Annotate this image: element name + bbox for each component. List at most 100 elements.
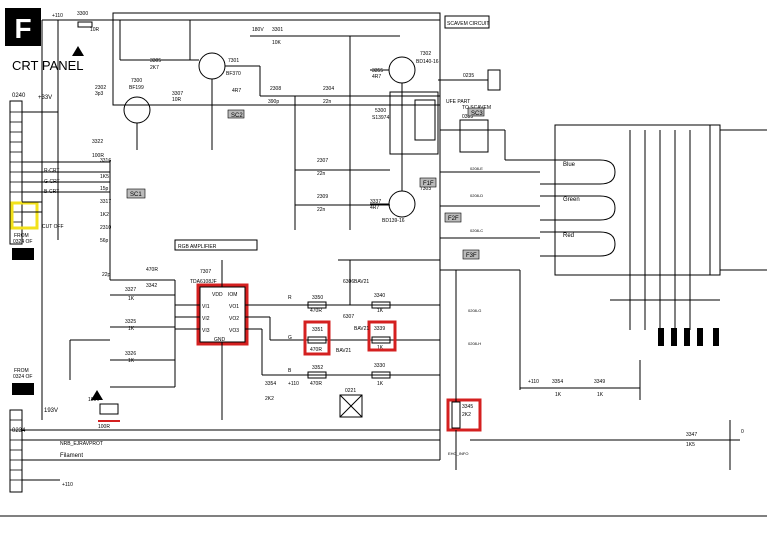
svg-text:0208-G: 0208-G bbox=[468, 308, 481, 313]
r3325-val: 1K bbox=[128, 326, 135, 332]
d6307-val: BAV21 bbox=[354, 326, 369, 332]
r3317-ref: 3317 bbox=[100, 199, 111, 205]
r3330-val: 1K bbox=[377, 381, 384, 387]
r3350-val: 470R bbox=[310, 308, 322, 314]
c2310-val: 56p bbox=[100, 238, 109, 244]
connector-0235 bbox=[487, 69, 501, 91]
svg-text:SC3: SC3 bbox=[471, 111, 483, 117]
transistor-7303 bbox=[388, 190, 416, 218]
sheet-letter-badge bbox=[5, 8, 41, 46]
r3342-ref: 3342 bbox=[146, 283, 157, 289]
connector-0240-label: 0240 bbox=[12, 93, 26, 99]
r3354-small-ref: 3354 bbox=[265, 381, 276, 387]
highlight-box-r3351 bbox=[303, 320, 331, 356]
t7302-type: BD140-16 bbox=[416, 59, 439, 65]
r3330-ref: 3330 bbox=[374, 363, 385, 369]
sc3-tag bbox=[467, 107, 485, 117]
svg-text:SC1: SC1 bbox=[130, 192, 142, 198]
v110-top: +110 bbox=[52, 13, 63, 19]
highlight-box-r3345 bbox=[446, 398, 482, 432]
r3351-val: 470R bbox=[310, 347, 322, 353]
cathode-red bbox=[540, 231, 616, 257]
t7303-type: BD139-16 bbox=[382, 218, 405, 224]
potentiometer-lower bbox=[99, 403, 119, 415]
sc2-tag bbox=[227, 109, 245, 119]
bcrt-label: B-CRT bbox=[44, 189, 59, 195]
scavem-circuit-label: SCAVEM CIRCUIT bbox=[447, 21, 489, 27]
transistor-7302 bbox=[388, 56, 416, 84]
l5300-val: S13974 bbox=[372, 115, 389, 121]
r3352-ref: 3352 bbox=[312, 365, 323, 371]
v110-mid: +110 bbox=[288, 381, 299, 387]
connector-0234-pins bbox=[10, 419, 22, 481]
eho-label: EHO_INFO bbox=[448, 451, 468, 456]
r3337-val: 4R7 bbox=[370, 205, 379, 211]
r3305-ref: 3305 bbox=[150, 58, 161, 64]
svg-text:VI2: VI2 bbox=[202, 316, 210, 322]
connector-arrow-upper bbox=[12, 248, 34, 260]
svg-text:VDD: VDD bbox=[212, 292, 223, 298]
rcrt-label: R-CRT bbox=[44, 168, 59, 174]
scavem-circuit-box bbox=[444, 15, 490, 29]
svg-text:GND: GND bbox=[214, 337, 226, 343]
resistor-3345 bbox=[451, 401, 461, 429]
from-upper-ref: 0324 OF bbox=[13, 239, 32, 245]
c2308-ref: 2308 bbox=[270, 86, 281, 92]
green-label: Green bbox=[563, 197, 580, 203]
svg-text:0: 0 bbox=[741, 429, 744, 435]
scavem-connector bbox=[459, 119, 489, 153]
r3327-val: 1K bbox=[128, 296, 135, 302]
ic-ref: 7307 bbox=[200, 269, 211, 275]
sc1-tag bbox=[126, 188, 146, 199]
r3351-ref: 3351 bbox=[312, 327, 323, 333]
r3301-val: 10K bbox=[272, 40, 282, 46]
from-upper-label: FROM bbox=[14, 233, 29, 239]
filament-label: Filament bbox=[60, 453, 83, 459]
crt-neck bbox=[709, 124, 721, 276]
p0235-label: 0235 bbox=[463, 73, 474, 79]
svg-text:VI3: VI3 bbox=[202, 328, 210, 334]
svg-text:B: B bbox=[288, 368, 292, 374]
r3339-val: 1K bbox=[377, 345, 384, 351]
p0221-label: 0221 bbox=[345, 388, 356, 394]
nrb-label: NRB_EJRAVPROT bbox=[60, 441, 103, 447]
svg-text:VI1: VI1 bbox=[202, 304, 210, 310]
r3326-val: 1K bbox=[128, 358, 135, 364]
v110-right: +110 bbox=[528, 379, 539, 385]
r3301-ref: 3301 bbox=[272, 27, 283, 33]
svg-text:VO2: VO2 bbox=[229, 316, 239, 322]
spark-gap-0221 bbox=[339, 394, 363, 418]
t7301-ref: 7301 bbox=[228, 58, 239, 64]
r3317-val: 1K2 bbox=[100, 212, 109, 218]
panel-title: CRT PANEL bbox=[12, 58, 84, 73]
c2307-ref: 2307 bbox=[317, 158, 328, 164]
ufe-part-label: UFE PART bbox=[446, 99, 470, 105]
c2304-val: 22n bbox=[323, 99, 332, 105]
r3355-ref: 3355 bbox=[372, 68, 383, 74]
svg-text:F1F: F1F bbox=[423, 181, 434, 187]
svg-text:0208-E: 0208-E bbox=[470, 166, 483, 171]
r3325-ref: 3325 bbox=[125, 319, 136, 325]
connector-arrow-lower bbox=[12, 383, 34, 395]
rgb-amplifier-label: RGB AMPLIFIER bbox=[178, 244, 217, 250]
c2304-ref: 2304 bbox=[323, 86, 334, 92]
r3352-val: 470R bbox=[310, 381, 322, 387]
t7301-type: BF370 bbox=[226, 71, 241, 77]
r3322-val: 100R bbox=[92, 153, 104, 159]
c2308-val: 390p bbox=[268, 99, 279, 105]
scavem-conn-label: 0383 bbox=[462, 114, 473, 120]
highlight-box-yellow bbox=[10, 201, 39, 230]
c2310-ref: 2310 bbox=[100, 225, 111, 231]
r3300-val: 10R bbox=[90, 27, 100, 33]
v33-label: +33V bbox=[38, 95, 52, 101]
svg-text:0208-H: 0208-H bbox=[468, 341, 481, 346]
from-lower-label: FROM bbox=[14, 368, 29, 374]
t7302-ref: 7302 bbox=[420, 51, 431, 57]
transformer-5300 bbox=[414, 99, 436, 141]
r3322-ref: 3322 bbox=[92, 139, 103, 145]
cut-off-label: CUT OFF bbox=[42, 224, 64, 230]
r3349-val: 1K bbox=[597, 392, 604, 398]
svg-text:F3F: F3F bbox=[466, 253, 477, 259]
